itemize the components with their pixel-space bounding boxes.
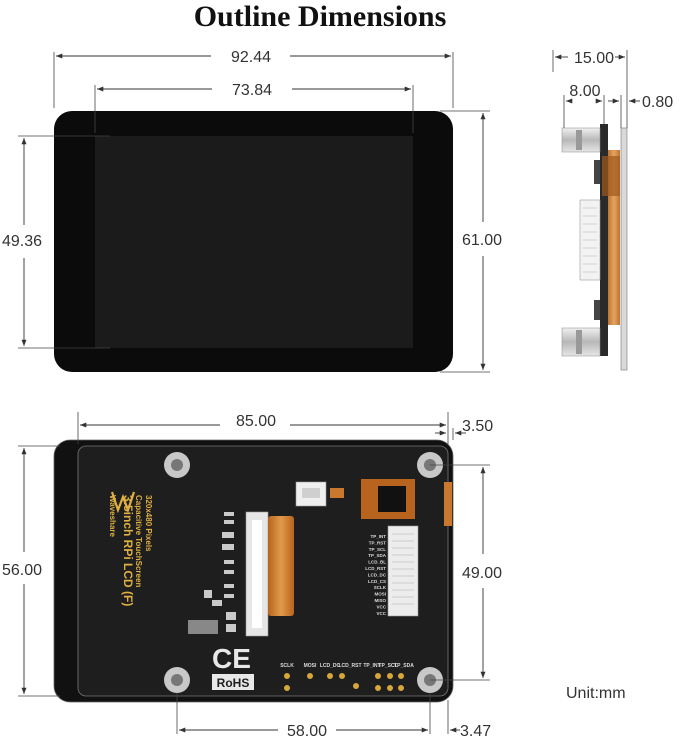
pin-label-bottom: SCLK (280, 663, 294, 669)
front-view: 92.44 73.84 49.36 61.00 (2, 49, 502, 373)
silk-line3: 320x480 Pixels (144, 495, 153, 552)
pcb-components (188, 512, 236, 634)
pin-label-right: LCD_RST (365, 566, 386, 571)
dim-pcb-height: 56.00 (2, 562, 42, 579)
dim-hole-spacing-x: 58.00 (287, 723, 327, 738)
silk-ce: CE (212, 643, 251, 674)
dim-pcb-width: 85.00 (236, 413, 276, 430)
test-pads (284, 673, 404, 691)
dim-depth-total: 15.00 (574, 50, 614, 67)
pin-label-right: TP_SDA (368, 553, 387, 558)
pcb-silkscreen: Waveshare 3.5inch RPi LCD (F) Capacitive… (108, 495, 153, 606)
pin-label-bottom: TP_SDA (394, 663, 414, 669)
pin-label-right: MISO (374, 598, 386, 603)
silk-line2: Capacitive TouchScreen (134, 495, 143, 587)
fpc-flex-cable (268, 516, 294, 616)
pin-label-right: TP_SCL (369, 547, 387, 552)
side-glass-panel (620, 127, 628, 371)
side-view: 15.00 8.00 0.80 (552, 50, 673, 371)
back-view: Waveshare 3.5inch RPi LCD (F) Capacitive… (2, 412, 502, 738)
page-title: Outline Dimensions (193, 0, 447, 33)
pin-label-right: LCD_CS (368, 579, 386, 584)
silk-product: 3.5inch RPi LCD (F) (121, 495, 135, 606)
waveshare-logo-icon (110, 491, 136, 514)
pin-label-bottom: LCD_DC (320, 663, 341, 669)
rohs-badge-frame (212, 674, 254, 690)
unit-label: Unit:mm (566, 685, 626, 702)
pin-label-bottom: LCD_RST (338, 663, 361, 669)
right-edge-flex (444, 482, 452, 526)
silk-rohs: RoHS (217, 676, 250, 690)
pin-label-bottom: TP_SCL (378, 663, 397, 669)
pin-label-bottom: TP_INT (363, 663, 380, 669)
side-header-connector (387, 525, 419, 617)
pin-label-right: MOSI (374, 592, 386, 597)
dim-width-outer: 92.44 (231, 49, 271, 66)
front-display-area (95, 136, 413, 348)
dim-hole-spacing-y: 49.00 (462, 565, 502, 582)
mounting-hole (164, 667, 190, 693)
pin-label-right: LCD_BL (368, 560, 386, 565)
dim-offset-right: 3.50 (462, 418, 493, 435)
dim-offset-bottom-right: 3.47 (460, 723, 491, 738)
dim-height-outer: 61.00 (462, 232, 502, 249)
pin-label-right: TP_RST (369, 540, 387, 545)
pin-label-bottom: MOSI (304, 663, 317, 669)
pin-label-right: TP_INT (370, 534, 386, 539)
mounting-hole (164, 452, 190, 478)
pin-labels-right: TP_INTTP_RSTTP_SCLTP_SDALCD_BLLCD_RSTLCD… (365, 534, 387, 616)
silk-brand: Waveshare (108, 495, 117, 538)
pin-label-right: VCC (376, 604, 386, 609)
dim-glass-thickness: 0.80 (642, 94, 673, 111)
side-pcb (600, 124, 608, 356)
pin-label-right: LCD_DC (368, 572, 387, 577)
pin-label-right: SCLK (374, 585, 387, 590)
dim-depth-body: 8.00 (569, 83, 600, 100)
dim-width-display: 73.84 (232, 82, 272, 99)
pin-label-right: VCC (376, 611, 386, 616)
dim-height-display: 49.36 (2, 233, 42, 250)
